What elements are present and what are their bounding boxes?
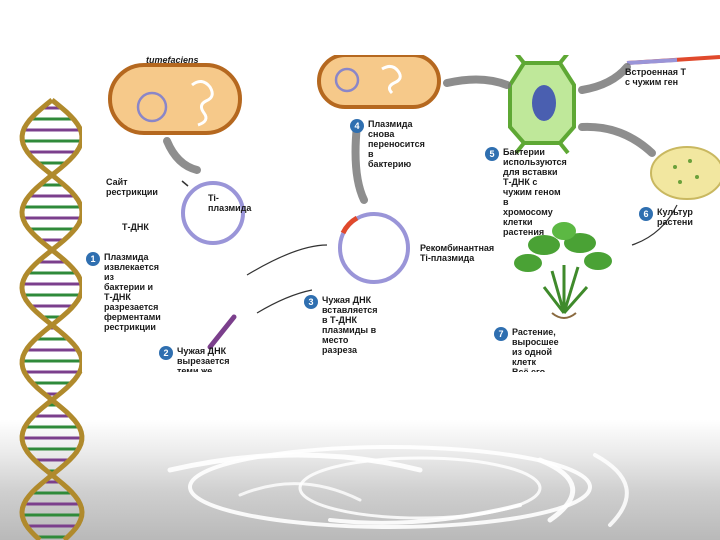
t-dna-label: Т-ДНК xyxy=(122,222,149,232)
ti-plasmid-label: Ti- плазмида xyxy=(208,193,252,213)
background-bottom-band xyxy=(0,420,720,540)
step-2-text: Чужая ДНК вырезается теми же ферментами xyxy=(177,346,230,372)
plant xyxy=(514,222,612,319)
step-3-text: Чужая ДНК вставляется в Т-ДНК плазмиды в… xyxy=(322,295,378,355)
petri-dish xyxy=(650,146,720,200)
step-6-number: 6 xyxy=(639,207,653,221)
foreign-dna-fragment xyxy=(207,314,237,350)
restriction-site-label: Сайт рестрикции xyxy=(106,177,158,197)
recombinant-plasmid xyxy=(338,212,410,284)
diagram-artwork xyxy=(108,55,720,350)
step-5-number: 5 xyxy=(485,147,499,161)
helix-backbone xyxy=(19,98,85,540)
step-3-number: 3 xyxy=(304,295,318,309)
embedded-t-dna-label: Встроенная Т с чужим ген xyxy=(625,67,687,87)
flow-arrows xyxy=(163,63,656,204)
step-6-text: Культур растени xyxy=(657,207,693,227)
dna-helix-decoration xyxy=(19,98,85,540)
thin-arrows xyxy=(246,204,678,314)
helix-backbone xyxy=(19,98,85,540)
step-4-text: Плазмида снова переносится в бактерию xyxy=(368,119,425,169)
step-5-text: Бактерии используются для вставки Т-ДНК … xyxy=(503,147,567,237)
step-1-text: Плазмида извлекается из бактерии и Т-ДНК… xyxy=(104,252,161,332)
bacterium-top-middle xyxy=(317,55,441,109)
step-1-number: 1 xyxy=(86,252,100,266)
step-7-text: Растение, выросшее из одной клетк Всё ег… xyxy=(512,327,559,372)
ti-plasmid xyxy=(181,180,245,245)
diagram-panel: tumefaciens Сайт рестрикции Ti- плазмида… xyxy=(82,55,720,372)
plant-cell xyxy=(508,55,576,155)
organism-label: tumefaciens xyxy=(146,55,199,65)
bacterium-top-left xyxy=(108,63,242,135)
step-2-number: 2 xyxy=(159,346,173,360)
step-4-number: 4 xyxy=(350,119,364,133)
recombinant-plasmid-label: Рекомбинантная Ti-плазмида xyxy=(420,243,495,263)
step-7-number: 7 xyxy=(494,327,508,341)
